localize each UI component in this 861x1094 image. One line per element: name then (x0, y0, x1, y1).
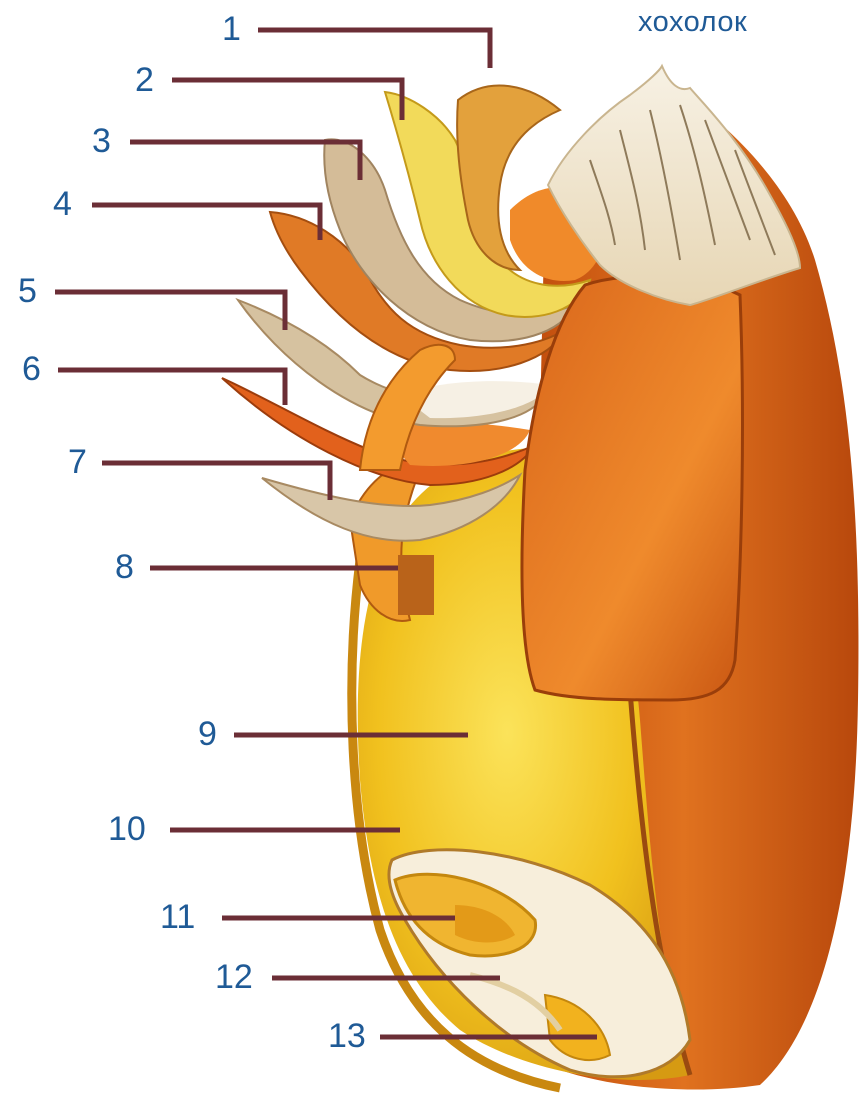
label-6: 6 (22, 352, 41, 386)
label-3: 3 (92, 124, 111, 158)
label-7: 7 (68, 445, 87, 479)
leader-1 (258, 30, 490, 68)
leader-2 (172, 80, 402, 120)
layer-8-block (398, 555, 434, 615)
label-2: 2 (135, 63, 154, 97)
label-4: 4 (53, 187, 72, 221)
label-11: 11 (160, 900, 195, 934)
label-12: 12 (215, 960, 253, 994)
label-9: 9 (198, 717, 217, 751)
label-1: 1 (222, 12, 241, 46)
front-pericarp (522, 276, 742, 700)
label-10: 10 (108, 812, 146, 846)
label-13: 13 (328, 1019, 366, 1053)
label-5: 5 (18, 274, 37, 308)
label-8: 8 (115, 550, 134, 584)
brush-label: хохолок (638, 8, 747, 37)
